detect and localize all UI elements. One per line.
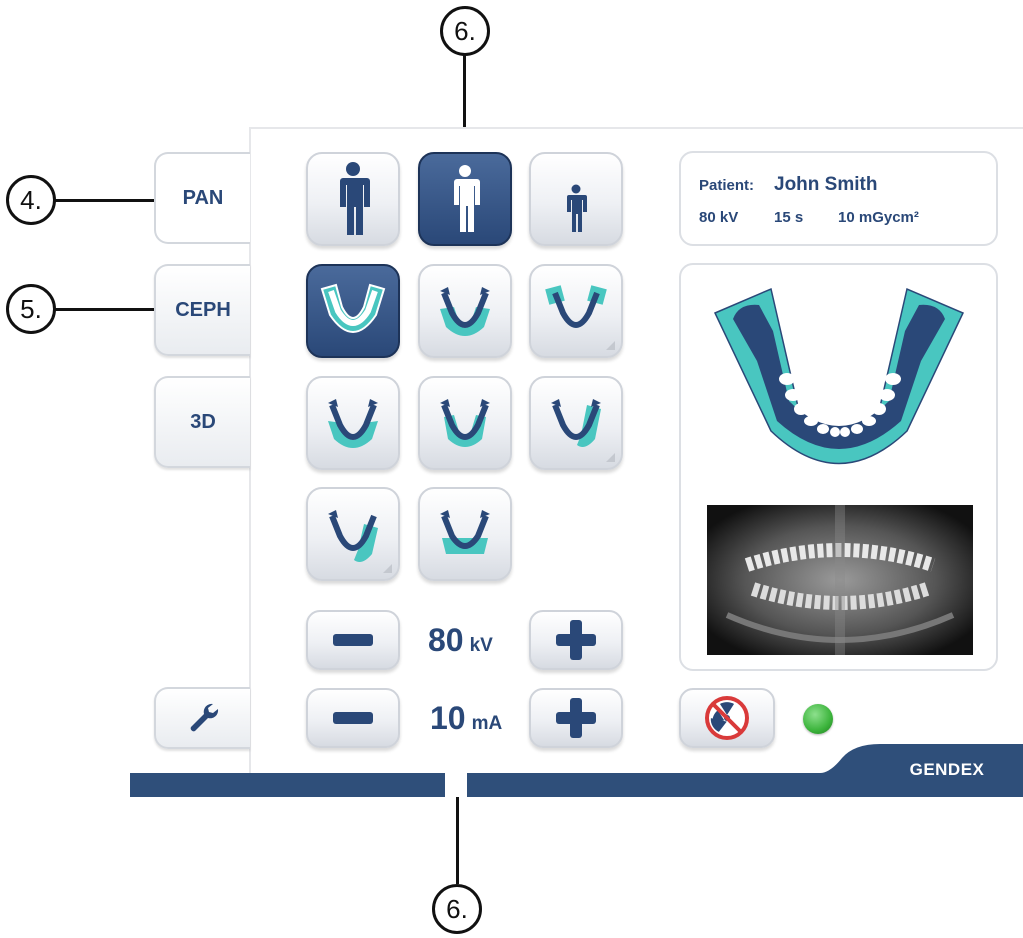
status-indicator (803, 704, 833, 734)
program-4-button[interactable] (306, 376, 400, 470)
jaw-right-icon (551, 399, 601, 447)
settings-button[interactable] (154, 687, 250, 749)
program-2-button[interactable] (418, 264, 512, 358)
callout-6-bottom: 6. (432, 884, 482, 934)
person-small-icon (567, 184, 587, 232)
minus-icon (333, 634, 373, 646)
more-options-indicator (606, 453, 615, 462)
callout-line-6-bottom (456, 778, 459, 884)
jaw-bitewing-icon (440, 510, 490, 554)
bar-gap (445, 773, 467, 797)
patient-label: Patient: (699, 177, 755, 194)
jaw-preview-icon (713, 287, 965, 465)
ma-number: 10 (430, 700, 466, 736)
more-options-indicator (606, 341, 615, 350)
callout-4-label: 4. (20, 184, 42, 215)
callout-5-label: 5. (20, 293, 42, 324)
wrench-icon (190, 703, 219, 732)
program-6-button[interactable] (529, 376, 623, 470)
radiation-off-button[interactable] (679, 688, 775, 748)
exposure-kv: 80 kV (699, 209, 739, 226)
kv-number: 80 (428, 622, 464, 658)
tab-ceph[interactable]: CEPH (154, 264, 250, 356)
tab-3d-label: 3D (190, 410, 216, 433)
person-large-icon (339, 162, 370, 235)
patient-info-panel: Patient: John Smith 80 kV 15 s 10 mGycm² (679, 151, 998, 246)
exposure-time: 15 s (774, 209, 804, 226)
jaw-full-icon (320, 283, 386, 333)
kv-unit: kV (469, 635, 493, 656)
callout-6-bottom-label: 6. (446, 893, 468, 924)
gendex-logo: GENDEX (909, 760, 985, 779)
ma-unit: mA (471, 713, 503, 734)
minus-icon (333, 712, 373, 724)
child-button[interactable] (529, 152, 623, 246)
brand-wave (820, 744, 1023, 797)
ma-increase-button[interactable] (529, 688, 623, 748)
exposure-dose: 10 mGycm² (838, 209, 919, 226)
program-5-button[interactable] (418, 376, 512, 470)
jaw-partial-icon (440, 287, 490, 336)
tab-pan-label: PAN (182, 186, 224, 209)
jaw-front-icon (440, 399, 490, 447)
program-3-button[interactable] (529, 264, 623, 358)
adult-large-button[interactable] (306, 152, 400, 246)
xray-preview-image (707, 505, 973, 655)
program-standard-pan-button[interactable] (306, 264, 400, 358)
callout-4: 4. (6, 175, 56, 225)
jaw-left-icon (328, 399, 378, 448)
jaw-side-icon (328, 510, 378, 562)
patient-name: John Smith (774, 174, 878, 195)
tab-3d[interactable]: 3D (154, 376, 250, 468)
jaw-tmj-icon (545, 285, 607, 328)
callout-6-top-label: 6. (454, 15, 476, 46)
program-7-button[interactable] (306, 487, 400, 581)
plus-icon (556, 698, 596, 738)
adult-medium-button[interactable] (418, 152, 512, 246)
program-preview-panel (679, 263, 998, 671)
plus-icon (556, 620, 596, 660)
tab-ceph-label: CEPH (175, 298, 231, 321)
tab-pan[interactable]: PAN (154, 152, 250, 244)
kv-decrease-button[interactable] (306, 610, 400, 670)
callout-6-top: 6. (440, 6, 490, 56)
kv-increase-button[interactable] (529, 610, 623, 670)
ma-decrease-button[interactable] (306, 688, 400, 748)
no-radiation-icon (705, 696, 749, 740)
person-medium-icon (453, 165, 480, 232)
callout-line-4 (55, 199, 163, 202)
callout-line-6-top (463, 54, 466, 167)
callout-5: 5. (6, 284, 56, 334)
program-8-button[interactable] (418, 487, 512, 581)
more-options-indicator (383, 564, 392, 573)
